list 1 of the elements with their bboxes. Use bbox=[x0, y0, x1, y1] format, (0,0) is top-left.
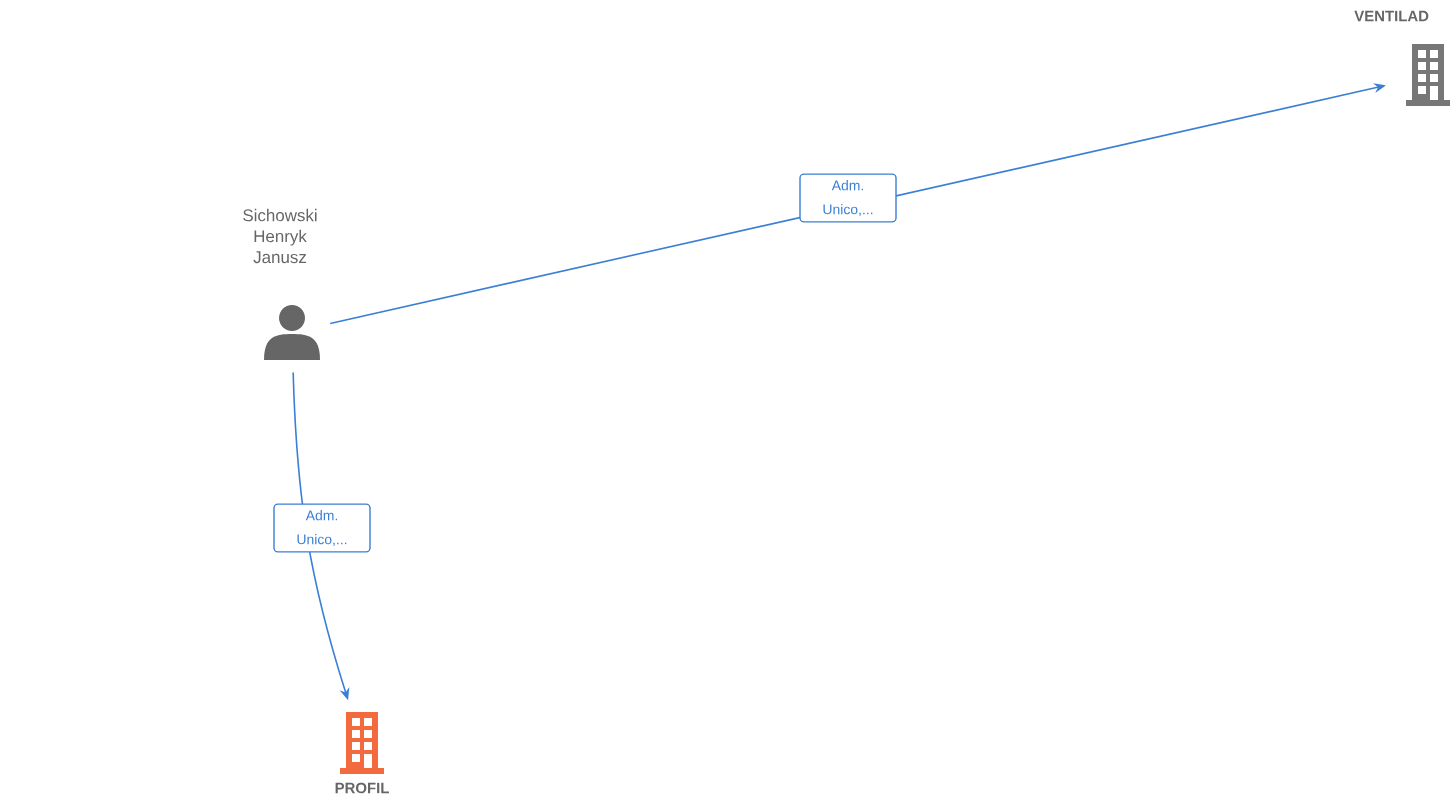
node-label: Sichowski Henryk Janusz bbox=[243, 208, 317, 264]
